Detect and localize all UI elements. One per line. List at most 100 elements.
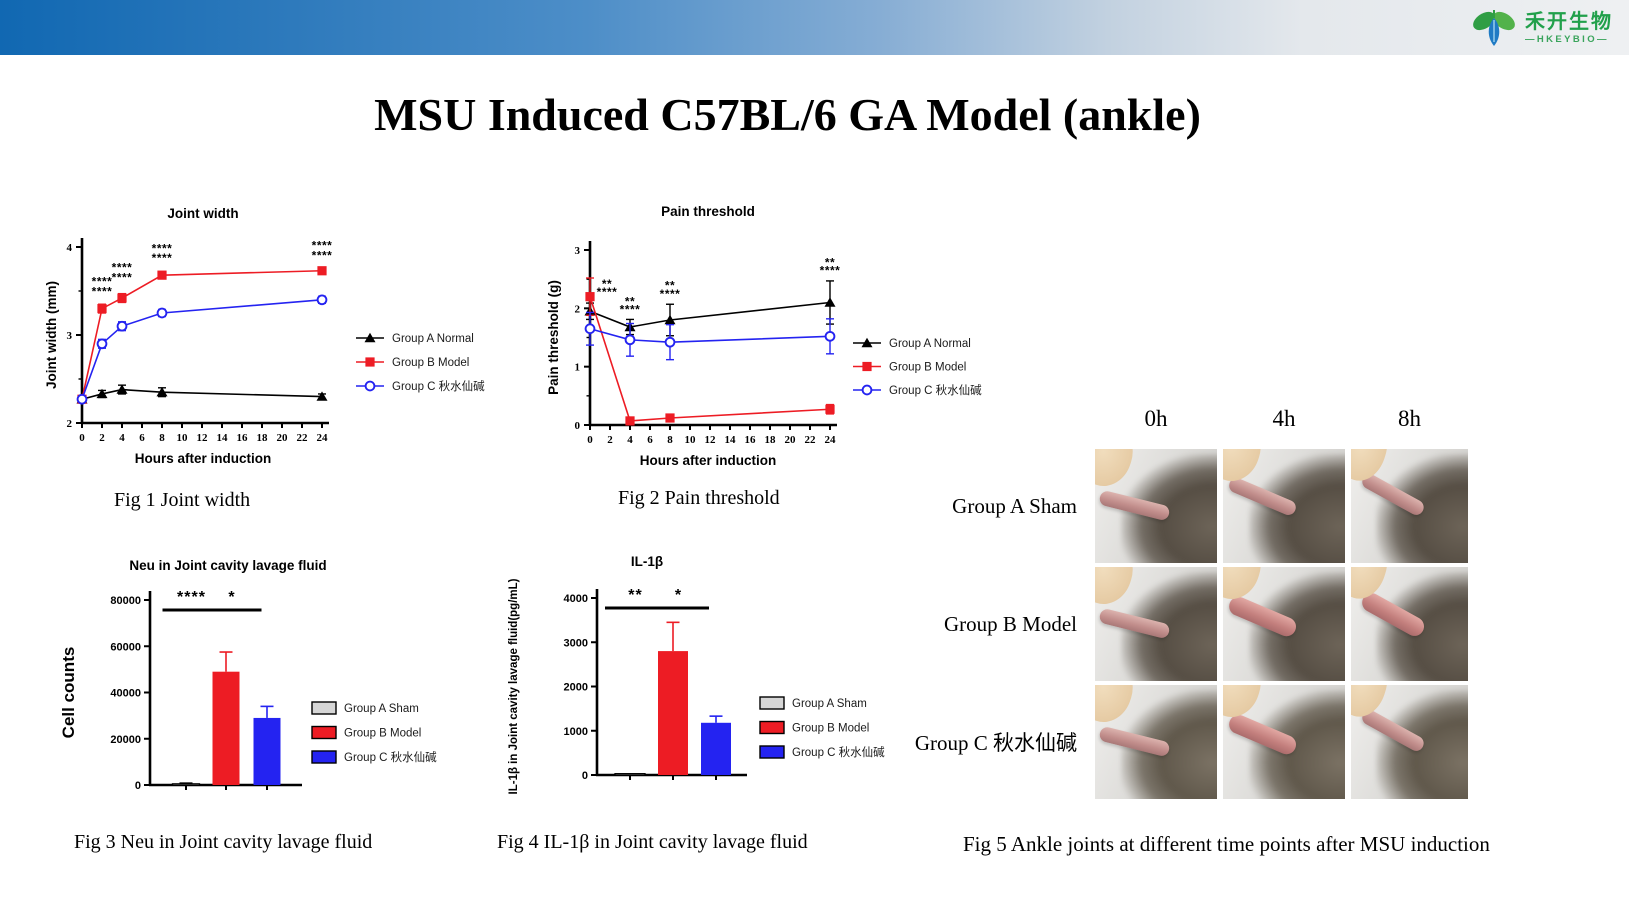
hkeybio-logo: 禾开生物 —HKEYBIO— [1471, 5, 1613, 51]
svg-text:**: ** [665, 279, 675, 293]
svg-text:1000: 1000 [564, 726, 588, 738]
ankle-photo [1095, 685, 1217, 799]
top-gradient-bar: 禾开生物 —HKEYBIO— [0, 0, 1629, 55]
svg-text:****: **** [152, 241, 173, 255]
svg-text:2: 2 [575, 303, 581, 315]
svg-text:**: ** [625, 294, 635, 308]
logo-text-cn: 禾开生物 [1525, 10, 1613, 33]
svg-text:IL-1β in Joint cavity lavage f: IL-1β in Joint cavity lavage fluid(pg/mL… [508, 578, 520, 794]
svg-text:3: 3 [67, 330, 73, 342]
svg-text:****: **** [620, 303, 641, 317]
svg-text:18: 18 [765, 434, 777, 446]
svg-text:14: 14 [725, 434, 737, 446]
svg-text:2000: 2000 [564, 682, 588, 694]
svg-text:Group A Sham: Group A Sham [344, 703, 419, 715]
svg-text:4: 4 [67, 242, 73, 254]
svg-text:Pain threshold (g): Pain threshold (g) [546, 280, 561, 395]
svg-text:Group A Sham: Group A Sham [792, 698, 867, 710]
svg-text:20: 20 [785, 434, 797, 446]
svg-text:6: 6 [139, 432, 145, 444]
svg-text:****: **** [177, 589, 206, 606]
svg-text:Group B Model: Group B Model [792, 723, 869, 735]
svg-text:Pain threshold: Pain threshold [661, 204, 755, 219]
svg-text:2: 2 [607, 434, 613, 446]
svg-text:**: ** [628, 587, 642, 604]
svg-text:Group C 秋水仙碱: Group C 秋水仙碱 [344, 750, 437, 764]
fig5-header-4h: 4h [1272, 406, 1296, 431]
leaf-logo-icon [1473, 10, 1515, 46]
svg-text:****: **** [112, 270, 133, 284]
svg-text:****: **** [312, 248, 333, 262]
svg-text:****: **** [92, 275, 113, 289]
svg-text:0: 0 [575, 420, 581, 432]
fig4-caption: Fig 4 IL-1β in Joint cavity lavage fluid [497, 831, 808, 853]
svg-text:24: 24 [825, 434, 837, 446]
svg-text:16: 16 [745, 434, 757, 446]
page-title: MSU Induced C57BL/6 GA Model (ankle) [374, 89, 1201, 140]
svg-text:12: 12 [197, 432, 209, 444]
svg-text:Joint width: Joint width [167, 206, 238, 221]
svg-text:22: 22 [805, 434, 817, 446]
svg-text:Group A Normal: Group A Normal [392, 333, 474, 345]
fig5-label-group-b: Group B Model [944, 611, 1077, 636]
svg-text:20: 20 [277, 432, 289, 444]
fig5-label-group-c: Group C 秋水仙碱 [914, 731, 1077, 755]
svg-text:1: 1 [575, 362, 581, 374]
svg-text:8: 8 [159, 432, 165, 444]
fig2-pain-threshold-chart: 0 1 2 3 0 2 4 6 8 10 12 14 16 18 20 22 2… [546, 204, 982, 468]
svg-text:****: **** [112, 261, 133, 275]
svg-text:****: **** [312, 239, 333, 253]
svg-text:16: 16 [237, 432, 249, 444]
logo-text-en: —HKEYBIO— [1525, 33, 1609, 45]
svg-text:Hours after induction: Hours after induction [135, 451, 272, 466]
svg-text:Group A Normal: Group A Normal [889, 338, 971, 350]
svg-text:****: **** [92, 284, 113, 298]
svg-text:*: * [675, 587, 682, 604]
svg-text:20000: 20000 [110, 734, 141, 746]
ankle-photo [1095, 567, 1217, 681]
svg-text:Group B Model: Group B Model [344, 728, 421, 740]
svg-text:14: 14 [217, 432, 229, 444]
fig1-caption: Fig 1 Joint width [114, 489, 251, 511]
svg-text:4: 4 [119, 432, 125, 444]
svg-text:12: 12 [705, 434, 717, 446]
svg-text:8: 8 [667, 434, 673, 446]
svg-text:4: 4 [627, 434, 633, 446]
svg-text:2: 2 [99, 432, 105, 444]
svg-text:10: 10 [685, 434, 697, 446]
fig2-caption: Fig 2 Pain threshold [618, 487, 780, 509]
ankle-photo [1223, 567, 1345, 681]
fig3-caption: Fig 3 Neu in Joint cavity lavage fluid [74, 831, 373, 853]
svg-text:40000: 40000 [110, 688, 141, 700]
svg-text:0: 0 [587, 434, 593, 446]
svg-text:Neu in Joint cavity lavage flu: Neu in Joint cavity lavage fluid [129, 558, 326, 573]
svg-text:IL-1β: IL-1β [631, 554, 663, 569]
svg-text:*: * [228, 589, 235, 606]
ankle-photo [1351, 685, 1468, 799]
fig5-header-8h: 8h [1398, 406, 1421, 431]
mouse-fur [1248, 453, 1345, 563]
fig5-caption: Fig 5 Ankle joints at different time poi… [963, 832, 1490, 856]
fig5-row-labels: Group A Sham Group B Model Group C 秋水仙碱 [893, 449, 1085, 799]
ankle-photo [1351, 567, 1468, 681]
svg-text:Group C 秋水仙碱: Group C 秋水仙碱 [792, 745, 885, 759]
svg-text:****: **** [152, 251, 173, 265]
svg-text:****: **** [820, 264, 841, 278]
svg-text:Group B Model: Group B Model [889, 362, 966, 374]
svg-text:2: 2 [67, 418, 73, 430]
svg-text:0: 0 [582, 770, 588, 782]
svg-text:0: 0 [135, 780, 141, 792]
svg-text:**: ** [602, 277, 612, 291]
svg-text:18: 18 [257, 432, 269, 444]
ankle-photo [1223, 685, 1345, 799]
fig1-joint-width-chart: 2 3 4 0 2 4 6 8 10 12 14 16 18 20 22 24J… [44, 206, 485, 466]
svg-text:Hours after induction: Hours after induction [640, 453, 777, 468]
fig5-column-headers: 0h 4h 8h [1095, 406, 1473, 432]
ankle-photo [1351, 449, 1468, 563]
fig3-neu-bar-chart: 0 20000 40000 60000 80000 **** *Neu in J… [59, 558, 437, 792]
fig5-photo-grid [1095, 449, 1473, 799]
svg-text:Cell counts: Cell counts [59, 647, 78, 739]
svg-text:Joint width (mm): Joint width (mm) [44, 281, 59, 389]
